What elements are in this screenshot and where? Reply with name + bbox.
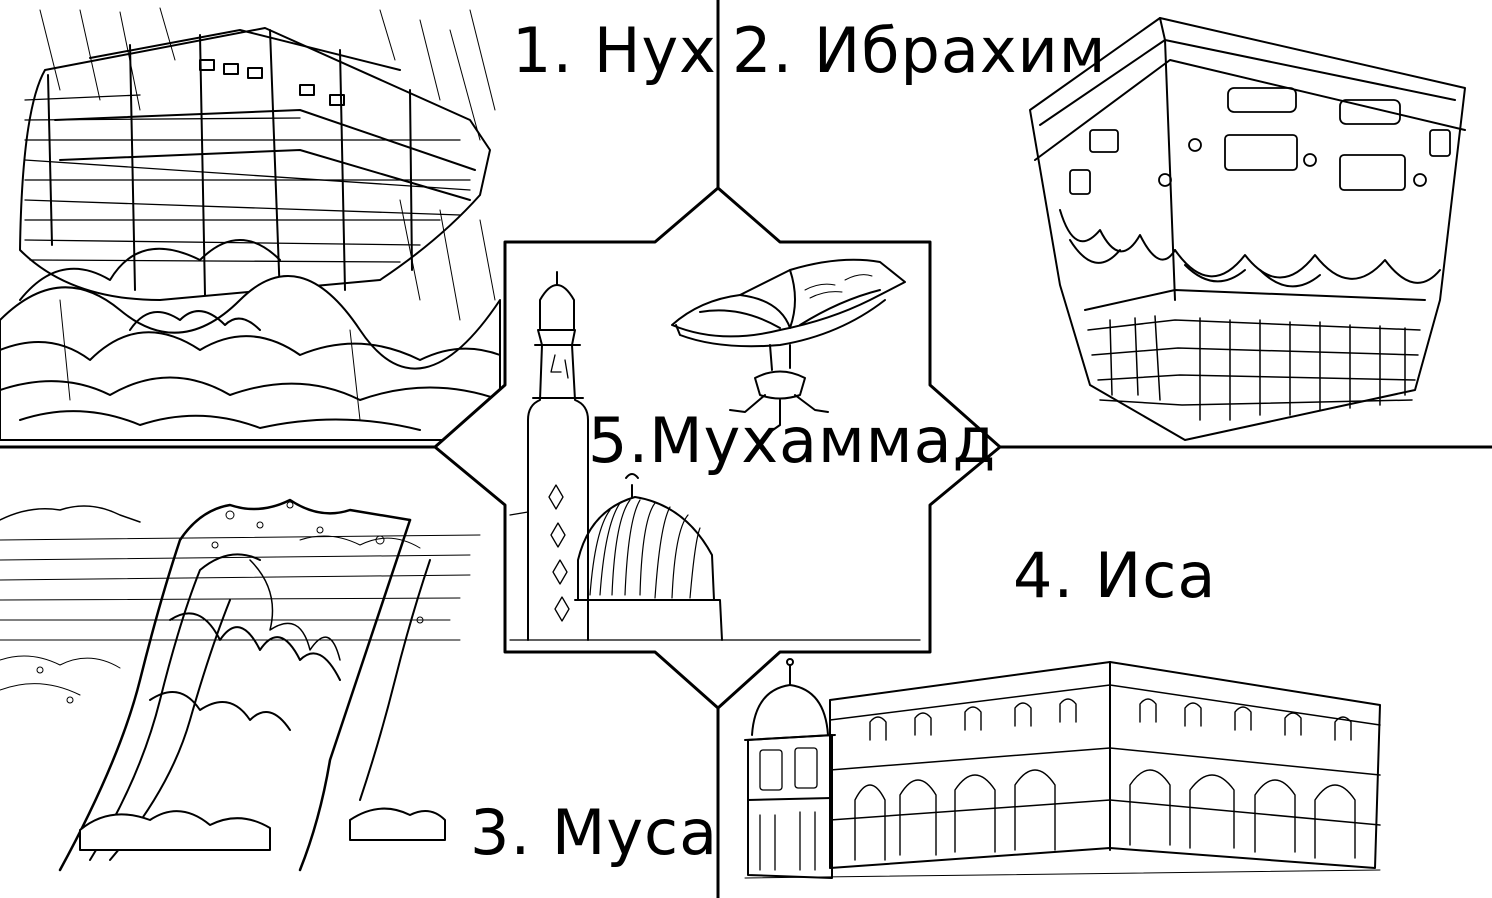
parting-sea-illustration [0,498,481,872]
label-muhammad: 5.Мухаммад [588,404,997,477]
label-isa: 4. Иса [1013,539,1217,612]
label-musa: 3. Муса [470,796,719,869]
label-ibrahim: 2. Ибрахим [732,14,1107,87]
label-nuh: 1. Нух [512,14,717,87]
kaaba-illustration [1029,17,1466,441]
center-mosque-illustration [509,258,921,641]
aqsa-illustration [744,658,1381,879]
ark-illustration [0,7,501,441]
